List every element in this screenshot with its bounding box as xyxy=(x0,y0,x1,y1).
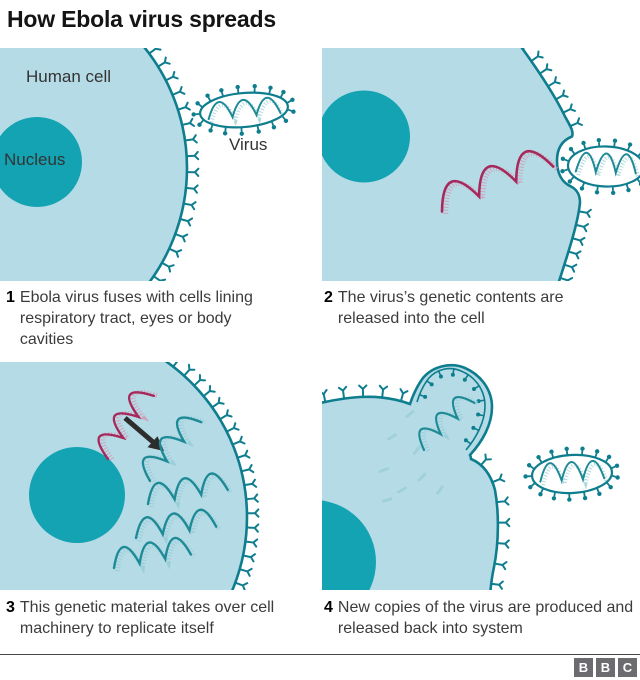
rna-strand xyxy=(141,415,207,483)
bud-inner-membrane xyxy=(416,367,486,451)
caption-step-4: 4 New copies of the virus are produced a… xyxy=(324,597,636,639)
nucleus xyxy=(322,90,410,183)
caption-step-number: 1 xyxy=(6,289,15,306)
virus-particle xyxy=(523,446,620,502)
label-virus: Virus xyxy=(229,135,268,154)
caption-step-2: 2 The virus’s genetic contents are relea… xyxy=(324,287,602,329)
nucleus xyxy=(322,500,376,590)
bbc-logo-letter: B xyxy=(596,658,615,677)
membrane-receptor-spikes xyxy=(559,208,592,281)
membrane-receptor-spikes xyxy=(521,48,584,128)
caption-step-number: 4 xyxy=(324,599,333,616)
panel-1-illustration xyxy=(0,48,296,281)
nucleus xyxy=(29,447,125,543)
rna-strand xyxy=(539,459,609,491)
membrane-receptor-spikes xyxy=(172,362,260,590)
caption-step-3: 3 This genetic material takes over cell … xyxy=(6,597,288,639)
panel-3-illustration xyxy=(0,362,260,590)
caption-step-number: 3 xyxy=(6,599,15,616)
membrane-receptor-spikes xyxy=(479,453,511,590)
bbc-logo-letter: C xyxy=(618,658,637,677)
panel-2-illustration xyxy=(322,48,640,281)
nucleus xyxy=(0,117,82,207)
footer-divider xyxy=(0,654,640,655)
rna-strand xyxy=(134,508,222,545)
virus-particle xyxy=(191,83,296,136)
caption-step-number: 2 xyxy=(324,289,333,306)
page-title: How Ebola virus spreads xyxy=(7,6,276,32)
caption-step-1: 1 Ebola virus fuses with cells lining re… xyxy=(6,287,288,350)
rna-strand xyxy=(418,395,480,452)
rna-strand xyxy=(112,536,196,574)
membrane-receptor-spikes xyxy=(148,48,200,281)
caption-step-text: New copies of the virus are produced and… xyxy=(337,599,634,637)
membrane-receptor-spikes xyxy=(322,384,409,403)
caption-step-text: This genetic material takes over cell ma… xyxy=(19,599,275,637)
virus-envelope xyxy=(566,145,640,188)
virus-particle xyxy=(560,137,640,196)
caption-step-text: The virus’s genetic contents are release… xyxy=(337,289,564,327)
label-nucleus: Nucleus xyxy=(4,150,66,169)
rna-strand xyxy=(440,149,559,214)
label-human-cell: Human cell xyxy=(26,67,112,86)
rna-strand xyxy=(146,472,233,510)
rna-strand xyxy=(207,96,285,127)
virus-spikes xyxy=(191,83,296,136)
cell-body xyxy=(0,48,189,281)
cytoplasm-fragments xyxy=(378,409,444,503)
bbc-logo: B B C xyxy=(574,658,637,677)
bbc-logo-letter: B xyxy=(574,658,593,677)
budding-virus-spikes xyxy=(418,368,486,445)
rna-strand xyxy=(574,151,640,185)
panel-4-illustration xyxy=(322,364,620,590)
rna-strand xyxy=(97,390,159,461)
caption-step-text: Ebola virus fuses with cells lining resp… xyxy=(19,289,253,348)
